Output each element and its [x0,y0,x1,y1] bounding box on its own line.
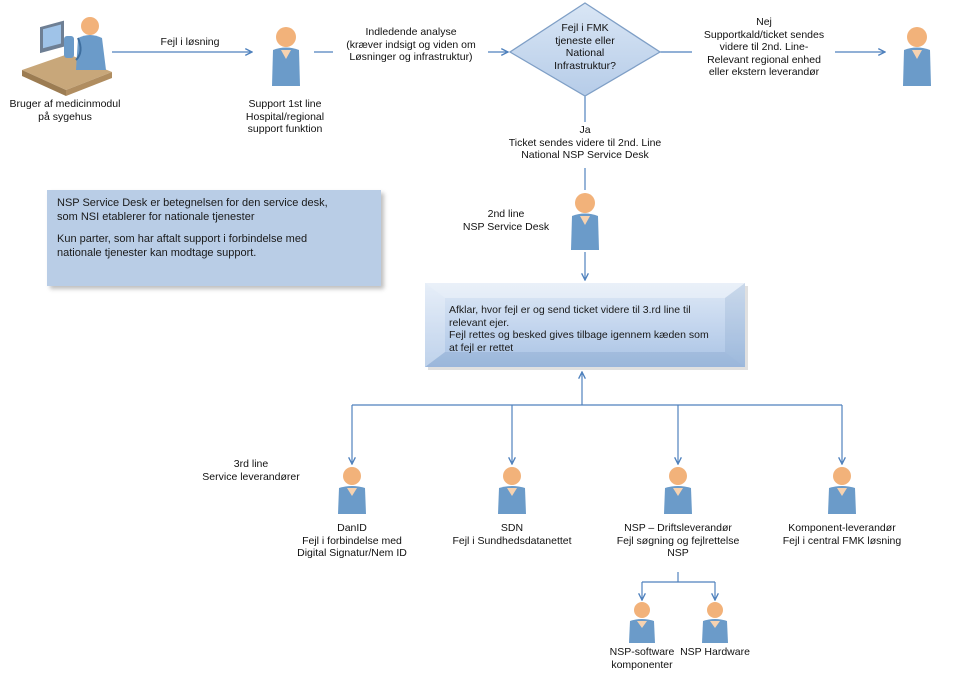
person-nsp-software [629,602,655,643]
person-komponent [828,467,856,514]
analysis-label: Indledende analyse (kræver indsigt og vi… [346,26,476,63]
person-external [903,27,931,86]
person-nsp [664,467,692,514]
person-support-1st [272,27,300,86]
person-nsp-hardware [702,602,728,643]
provider-nsp-label: NSP – Driftsleverandør Fejl søgning og f… [616,522,740,559]
process-box-shape [425,283,748,370]
second-line-label: 2nd line NSP Service Desk [462,208,550,233]
provider-sdn-label: SDN Fejl i Sundhedsdatanettet [452,522,572,547]
flow-lines [112,52,885,600]
process-box: Afklar, hvor fejl er og send ticket vide… [449,304,709,354]
info-note: NSP Service Desk er betegnelsen for den … [47,190,381,286]
provider-danid-label: DanID Fejl i forbindelse med Digital Sig… [297,522,407,559]
third-line-label: 3rd line Service leverandører [202,458,300,483]
decision-diamond [508,2,662,97]
branch-yes-label: Ja Ticket sendes videre til 2nd. Line Na… [508,124,662,161]
doctor-at-desk-icon [22,17,112,96]
person-2nd-line [571,193,599,250]
sub-nsp-software-label: NSP-software komponenter [609,646,675,671]
branch-no-label: Nej Supportkald/ticket sendes videre til… [703,16,825,78]
support-1st-label: Support 1st line Hospital/regional suppo… [245,98,325,135]
person-sdn [498,467,526,514]
user-label: Bruger af medicinmodul på sygehus [9,98,121,123]
sub-nsp-hardware-label: NSP Hardware [680,646,750,658]
person-danid [338,467,366,514]
arrow-user-to-support-label: Fejl i løsning [160,36,220,48]
note-paragraph-2: Kun parter, som har aftalt support i for… [57,233,308,259]
provider-komponent-label: Komponent-leverandør Fejl i central FMK … [782,522,902,547]
decision-label: Fejl i FMK tjeneste eller National Infra… [554,22,616,72]
note-paragraph-1: NSP Service Desk er betegnelsen for den … [57,197,328,223]
